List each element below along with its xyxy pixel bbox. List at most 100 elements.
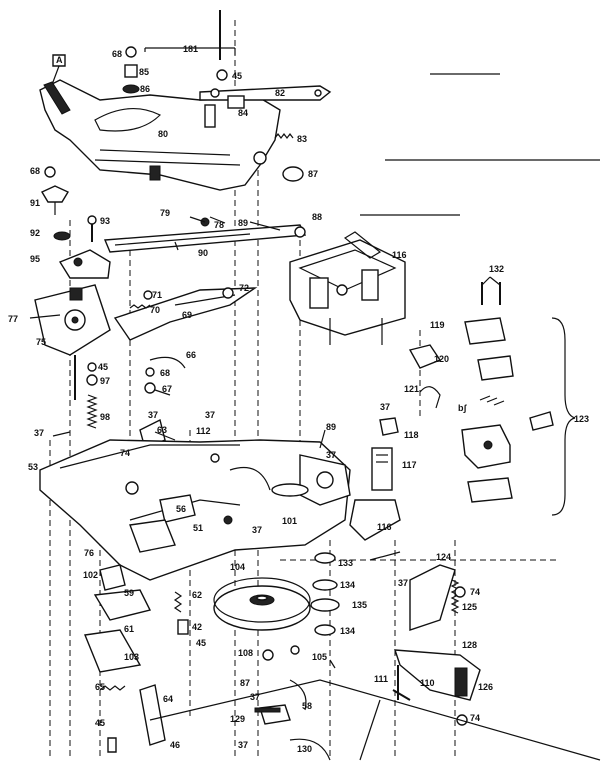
label-85: 85: [139, 67, 149, 77]
label-63: 63: [157, 425, 167, 435]
label-45b: 45: [98, 362, 108, 372]
label-37b: 37: [205, 410, 215, 420]
label-91: 91: [30, 198, 40, 208]
separator-lines: [360, 73, 600, 216]
label-74c: 74: [470, 713, 480, 723]
label-67: 67: [162, 384, 172, 394]
label-102: 102: [83, 570, 98, 580]
label-83: 83: [297, 134, 307, 144]
label-45c: 45: [196, 638, 206, 648]
label-69: 69: [182, 310, 192, 320]
label-42: 42: [192, 622, 202, 632]
label-70: 70: [150, 305, 160, 315]
slide-bar-assembly: [103, 217, 307, 253]
label-129: 129: [230, 714, 245, 724]
label-108: 108: [238, 648, 253, 658]
label-126: 126: [478, 682, 493, 692]
label-123: 123: [574, 414, 589, 424]
label-bp: bʃ: [458, 403, 467, 413]
label-37i: 37: [238, 740, 248, 750]
label-116: 116: [392, 250, 407, 260]
label-101: 101: [282, 516, 297, 526]
label-98: 98: [100, 412, 110, 422]
label-103: 103: [124, 652, 139, 662]
switch-assembly-117: [349, 344, 442, 541]
left-upper-parts: [40, 166, 111, 279]
label-64: 64: [163, 694, 173, 704]
label-118: 118: [404, 430, 419, 440]
label-124: 124: [436, 552, 451, 562]
label-37e: 37: [326, 450, 336, 460]
label-80: 80: [158, 129, 168, 139]
label-37a: 37: [148, 410, 158, 420]
label-104: 104: [230, 562, 245, 572]
label-78: 78: [214, 220, 224, 230]
label-130: 130: [297, 744, 312, 754]
label-37c: 37: [380, 402, 390, 412]
label-45: 45: [232, 71, 242, 81]
label-89: 89: [238, 218, 248, 228]
label-58: 58: [302, 701, 312, 711]
label-134a: 134: [340, 580, 355, 590]
label-37g: 37: [398, 578, 408, 588]
callout-letter: A: [56, 55, 63, 65]
label-87b: 87: [240, 678, 250, 688]
label-87: 87: [308, 169, 318, 179]
label-65: 65: [95, 682, 105, 692]
label-89b: 89: [326, 422, 336, 432]
label-134b: 134: [340, 626, 355, 636]
bottom-parts: [149, 645, 601, 761]
label-37d: 37: [34, 428, 44, 438]
label-133: 133: [338, 558, 353, 568]
label-105: 105: [312, 652, 327, 662]
label-59: 59: [124, 588, 134, 598]
springs-left: [86, 362, 98, 429]
label-74b: 74: [470, 587, 480, 597]
label-62: 62: [192, 590, 202, 600]
label-72: 72: [239, 283, 249, 293]
label-128: 128: [462, 640, 477, 650]
label-77: 77: [8, 314, 18, 324]
label-68c: 68: [160, 368, 170, 378]
label-79: 79: [160, 208, 170, 218]
label-76: 76: [84, 548, 94, 558]
label-95: 95: [30, 254, 40, 264]
label-45d: 45: [95, 718, 105, 728]
label-121: 121: [404, 384, 419, 394]
label-111: 111: [374, 674, 388, 684]
label-92: 92: [30, 228, 40, 238]
label-37h: 37: [250, 692, 260, 702]
motor-block: [289, 231, 406, 345]
leader-lines: [29, 216, 501, 561]
part-number-labels: A 181 68 85 86 45 82 84 80 83 87 68 91 9…: [8, 44, 589, 754]
lower-left-parts: [84, 564, 189, 753]
label-181: 181: [183, 44, 198, 54]
label-68: 68: [112, 49, 122, 59]
label-86: 86: [140, 84, 150, 94]
label-93: 93: [100, 216, 110, 226]
lever-plate-69: [113, 287, 258, 341]
top-plate-assembly: [39, 10, 332, 191]
label-110: 110: [420, 678, 435, 688]
label-71: 71: [152, 290, 162, 300]
label-97: 97: [100, 376, 110, 386]
cam-assembly-75: [34, 284, 111, 400]
label-51: 51: [193, 523, 203, 533]
label-120: 120: [434, 354, 449, 364]
label-125: 125: [462, 602, 477, 612]
label-84: 84: [238, 108, 248, 118]
label-90: 90: [198, 248, 208, 258]
label-88: 88: [312, 212, 322, 222]
main-chassis-plate: [39, 439, 351, 581]
label-135: 135: [352, 600, 367, 610]
label-37f: 37: [252, 525, 262, 535]
terminal-box-123: [461, 282, 576, 516]
label-56: 56: [176, 504, 186, 514]
label-117: 117: [402, 460, 417, 470]
label-119: 119: [430, 320, 445, 330]
label-116b: 116: [377, 522, 392, 532]
label-46: 46: [170, 740, 180, 750]
label-132: 132: [489, 264, 504, 274]
